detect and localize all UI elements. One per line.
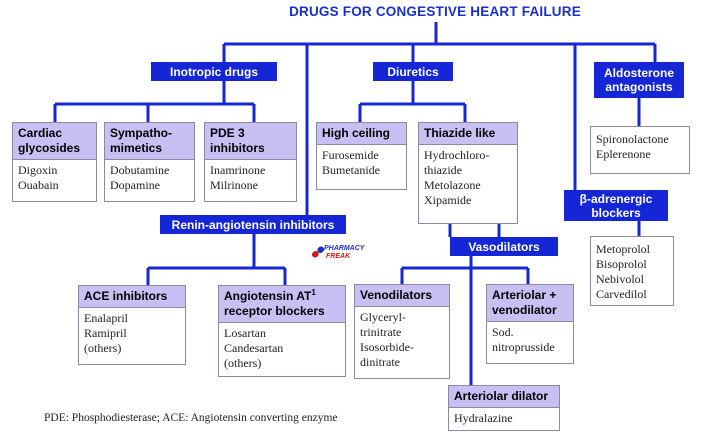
category-diuretics: Diuretics [373,62,453,81]
card-cardiac-glycosides: Cardiac glycosides Digoxin Ouabain [12,122,97,202]
card-body: Metoprolol Bisoprolol Nebivolol Carvedil… [596,242,650,301]
card-at1-receptor-blockers: Angiotensin AT1 receptor blockers Losart… [218,285,346,377]
pharmacy-freak-logo: PHARMACY FREAK [308,240,364,270]
card-thiazide-like: Thiazide like Hydrochloro- thiazide Meto… [418,122,518,224]
card-body: Sod. nitroprusside [492,325,555,354]
card-head: PDE 3 inhibitors [205,123,296,160]
card-head: Venodilators [355,285,449,307]
card-ace-inhibitors: ACE inhibitors Enalapril Ramipril (other… [78,285,186,365]
card-venodilators: Venodilators Glyceryl- trinitrate Isosor… [354,284,450,379]
card-head: Angiotensin AT1 receptor blockers [219,286,345,323]
card-head: High ceiling [317,123,406,145]
card-body: Digoxin Ouabain [18,163,59,192]
card-head: Thiazide like [419,123,517,145]
card-beta-blocker-drugs: Metoprolol Bisoprolol Nebivolol Carvedil… [590,236,674,306]
card-body: Dobutamine Dopamine [110,163,170,192]
card-head: Sympatho- mimetics [105,123,194,160]
logo-text-line2: FREAK [326,253,351,260]
card-body: Inamrinone Milrinone [210,163,266,192]
card-body: Enalapril Ramipril (others) [84,311,128,355]
card-head: Arteriolar + venodilator [487,285,573,322]
capsule-icon [311,246,325,258]
at1-subscript: 1 [311,288,316,297]
card-head: Cardiac glycosides [13,123,96,160]
card-pde3-inhibitors: PDE 3 inhibitors Inamrinone Milrinone [204,122,297,202]
at1-head-part2: receptor blockers [224,304,325,318]
card-body: Losartan Candesartan (others) [224,326,284,370]
card-high-ceiling: High ceiling Furosemide Bumetanide [316,122,407,190]
category-beta-blockers: β-adrenergic blockers [564,190,668,221]
card-body: Hydralazine [454,411,513,425]
card-body: Spironolactone Eplerenone [596,132,669,161]
card-body: Glyceryl- trinitrate Isosorbide- dinitra… [360,310,414,369]
card-aldosterone-drugs: Spironolactone Eplerenone [590,126,690,174]
card-arteriolar-venodilator: Arteriolar + venodilator Sod. nitropruss… [486,284,574,364]
card-body: Furosemide Bumetanide [322,148,380,177]
card-head: Arteriolar dilator [449,386,559,408]
category-renin-angiotensin: Renin-angiotensin inhibitors [160,215,346,234]
card-sympathomimetics: Sympatho- mimetics Dobutamine Dopamine [104,122,195,202]
card-head: ACE inhibitors [79,286,185,308]
at1-head-part1: Angiotensin AT [224,289,312,303]
card-body: Hydrochloro- thiazide Metolazone Xipamid… [424,148,490,207]
page-title: DRUGS FOR CONGESTIVE HEART FAILURE [289,4,581,19]
category-inotropic: Inotropic drugs [151,62,277,81]
logo-text-line1: PHARMACY [324,245,365,252]
category-aldosterone: Aldosterone antagonists [594,62,684,98]
footnote: PDE: Phosphodiesterase; ACE: Angiotensin… [44,412,338,424]
card-arteriolar-dilator: Arteriolar dilator Hydralazine [448,385,560,431]
category-vasodilators: Vasodilators [450,237,558,256]
